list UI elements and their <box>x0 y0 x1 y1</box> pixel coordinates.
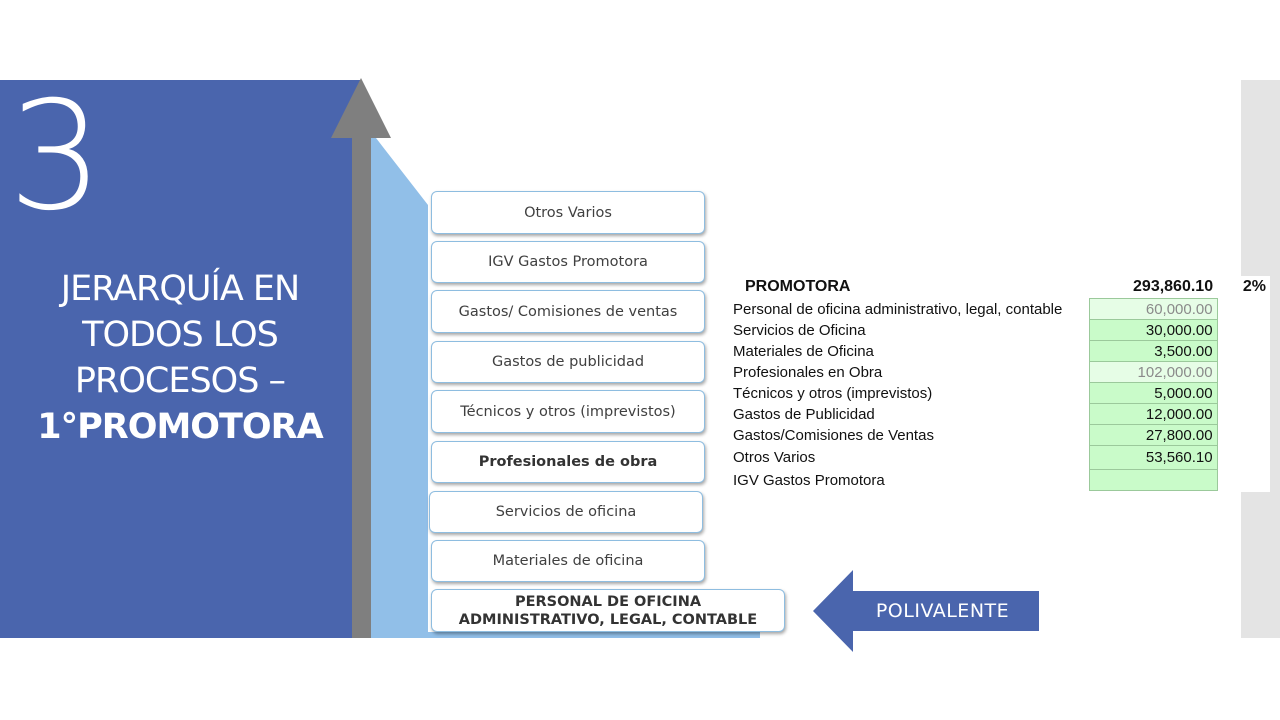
level-comisiones: Gastos/ Comisiones de ventas <box>431 290 705 333</box>
level-publicidad: Gastos de publicidad <box>431 341 705 383</box>
table-header-row: PROMOTORA 293,860.10 2% <box>729 276 1270 299</box>
title-line-2: TODOS LOS <box>82 315 279 355</box>
header-percent: 2% <box>1242 278 1266 296</box>
budget-table: PROMOTORA 293,860.10 2% Personal de ofic… <box>729 276 1270 492</box>
title-line-3: PROCESOS – <box>74 361 286 401</box>
row-value: 53,560.10 <box>1089 445 1218 470</box>
arrow-head-up-icon <box>331 78 391 138</box>
table-row: Otros Varios 53,560.10 <box>729 445 1270 470</box>
row-value: 27,800.00 <box>1089 424 1218 446</box>
row-label: Servicios de Oficina <box>733 321 866 339</box>
header-label: PROMOTORA <box>745 278 851 296</box>
header-total: 293,860.10 <box>1133 278 1214 295</box>
title-line-1: JERARQUÍA EN <box>60 269 300 309</box>
row-value: 60,000.00 <box>1089 298 1218 320</box>
row-value <box>1089 469 1218 491</box>
polivalente-label: POLIVALENTE <box>875 600 1010 622</box>
arrow-shaft <box>352 136 371 638</box>
row-label: Profesionales en Obra <box>733 363 883 381</box>
base-line-1: PERSONAL DE OFICINA <box>514 593 702 610</box>
level-materiales: Materiales de oficina <box>431 540 705 582</box>
row-value: 5,000.00 <box>1089 382 1218 404</box>
row-label: IGV Gastos Promotora <box>733 471 885 489</box>
table-row: IGV Gastos Promotora <box>729 469 1270 491</box>
slide-title: JERARQUÍA EN TODOS LOS PROCESOS – 1°PROM… <box>20 266 340 450</box>
row-label: Materiales de Oficina <box>733 342 874 360</box>
row-value: 30,000.00 <box>1089 319 1218 341</box>
row-label: Personal de oficina administrativo, lega… <box>733 300 1063 318</box>
level-servicios: Servicios de oficina <box>429 491 703 533</box>
level-igv-gastos: IGV Gastos Promotora <box>431 241 705 283</box>
table-row: Materiales de Oficina 3,500.00 <box>729 340 1270 362</box>
light-blue-wedge <box>371 138 760 638</box>
row-value: 3,500.00 <box>1089 340 1218 362</box>
title-promotora: 1°PROMOTORA <box>37 407 323 447</box>
table-row: Gastos/Comisiones de Ventas 27,800.00 <box>729 424 1270 446</box>
table-row: Técnicos y otros (imprevistos) 5,000.00 <box>729 382 1270 404</box>
row-label: Otros Varios <box>733 449 816 466</box>
level-personal-base: PERSONAL DE OFICINA ADMINISTRATIVO, LEGA… <box>431 589 785 632</box>
level-otros-varios: Otros Varios <box>431 191 705 234</box>
row-label: Gastos/Comisiones de Ventas <box>733 426 934 444</box>
row-label: Técnicos y otros (imprevistos) <box>733 384 933 402</box>
level-tecnicos: Técnicos y otros (imprevistos) <box>431 390 705 433</box>
table-row: Gastos de Publicidad 12,000.00 <box>729 403 1270 425</box>
arrow-left-icon <box>813 570 1039 652</box>
title-panel <box>0 80 360 638</box>
base-line-2: ADMINISTRATIVO, LEGAL, CONTABLE <box>458 611 758 628</box>
table-row: Servicios de Oficina 30,000.00 <box>729 319 1270 341</box>
table-row: Personal de oficina administrativo, lega… <box>729 298 1270 320</box>
row-label: Gastos de Publicidad <box>733 405 875 423</box>
table-row: Profesionales en Obra 102,000.00 <box>729 361 1270 383</box>
row-value: 102,000.00 <box>1089 361 1218 383</box>
slide-number: 3 <box>8 70 104 244</box>
row-value: 12,000.00 <box>1089 403 1218 425</box>
level-profesionales: Profesionales de obra <box>431 441 705 483</box>
